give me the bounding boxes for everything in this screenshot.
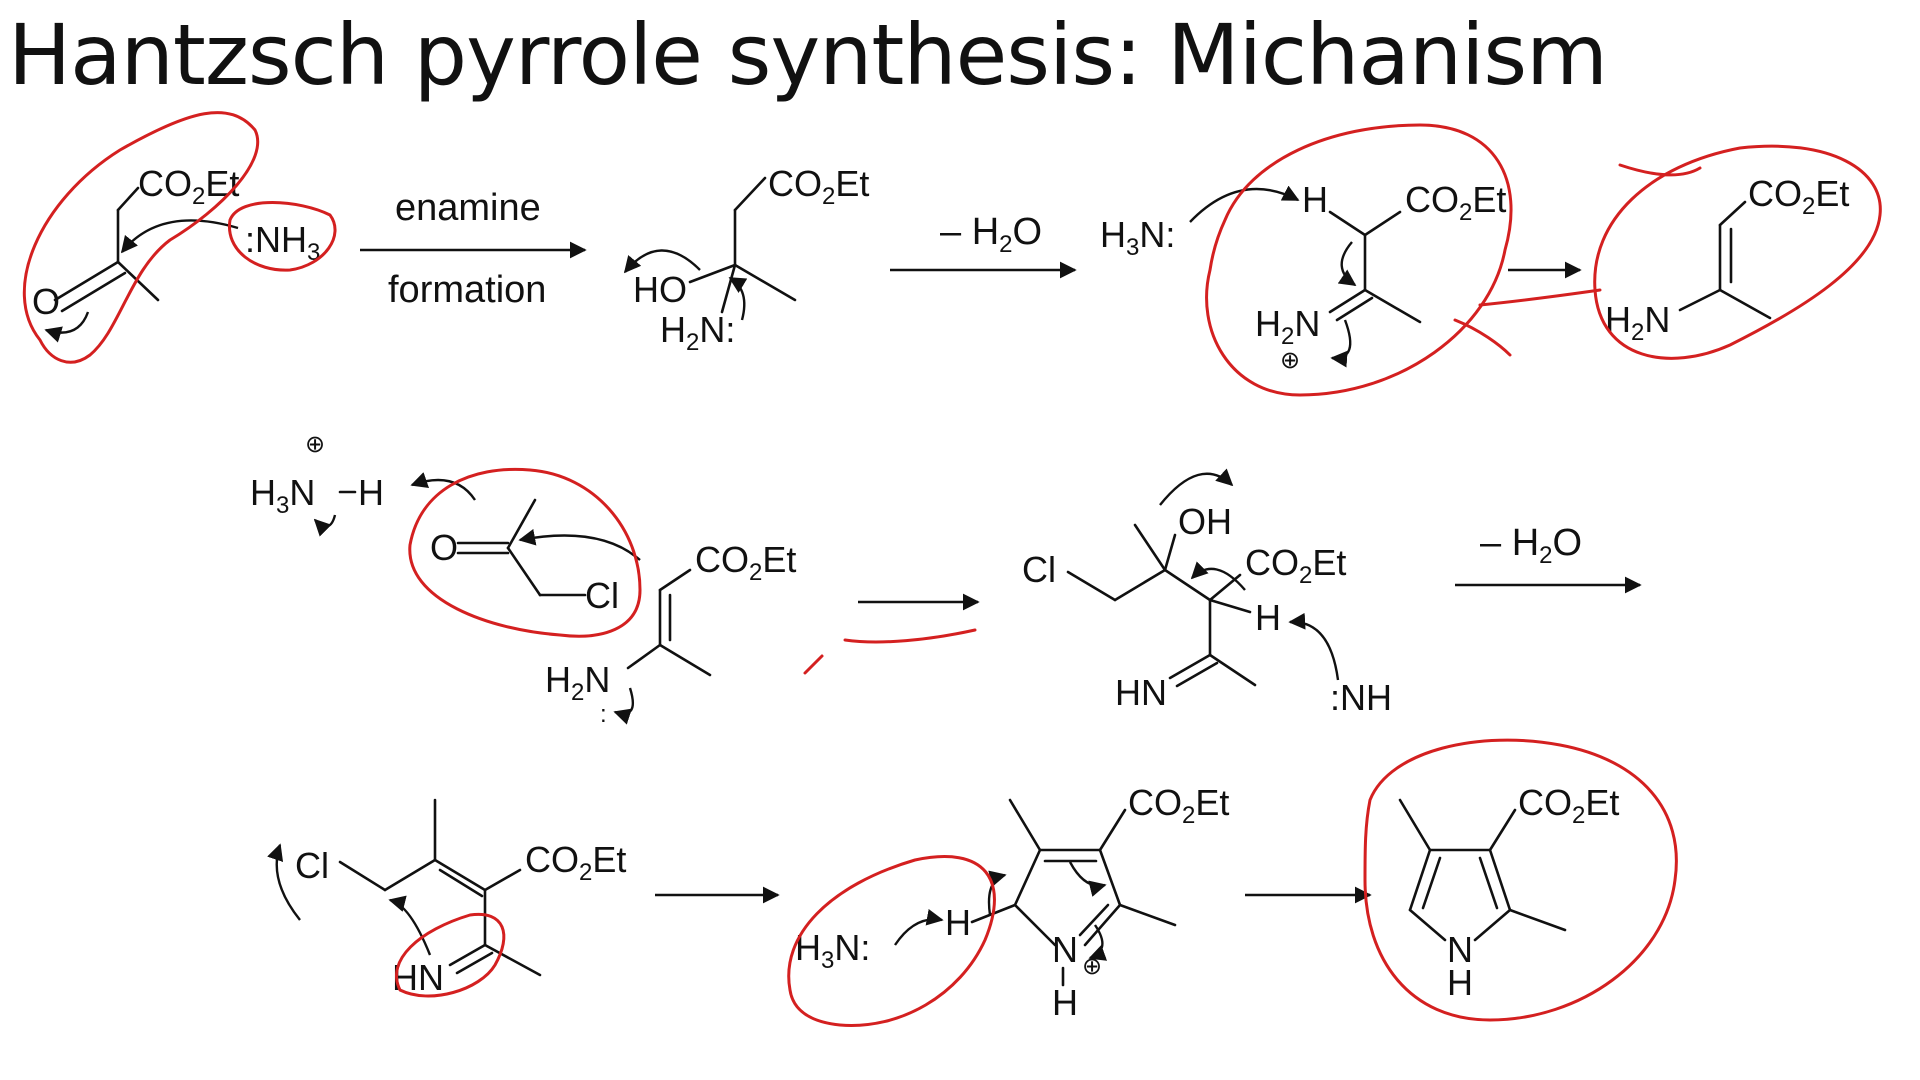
label-oxygen: O [32,281,60,322]
underline-arrow [843,628,977,644]
label-h3n: H3N: [795,927,870,974]
label-oxygen: O [430,527,458,568]
slide-title: Hantzsch pyrrole synthesis: Michanism [8,6,1608,104]
svg-text::: : [600,701,607,728]
label-h2n: H2N [545,659,610,706]
condition-minus-water: – H2O [1480,522,1582,569]
label-h3n: H3N: [1100,214,1175,261]
circle-ammonia [227,201,337,272]
molecule-iminium: H3N: H CO2Et H2N ⊕ [1100,179,1506,374]
molecule-cyclization-precursor: Cl CO2Et HN [267,798,626,998]
molecule-ammonium-and-chloroketone: ⊕ H3N H O Cl CO2Et H2N : [250,431,796,728]
circle-imine-nitrogen [395,912,506,998]
label-h: H [945,902,971,943]
label-oh: OH [1178,501,1232,542]
label-chlorine: Cl [585,575,619,616]
step5-arrow: – H2O [1455,522,1642,594]
connector-stroke [1478,288,1602,307]
circle-iminium [1205,123,1513,397]
tick-stroke [803,654,824,675]
label-h: H [1255,597,1281,638]
label-co2et: CO2Et [695,539,796,586]
molecule-aldol-adduct: Cl OH CO2Et H HN :NH [1022,468,1392,718]
step2-arrow: – H2O [890,211,1077,279]
circle-chloroketone [408,467,642,638]
label-hn: HN [1115,672,1167,713]
label-h: H [1052,982,1078,1023]
circle-product [1363,738,1678,1022]
label-ho: HO [633,269,687,310]
molecule-ketoester: CO2Et O :NH3 [32,163,320,343]
label-h: H [1447,962,1473,1003]
label-co2et: CO2Et [1245,542,1346,589]
molecule-pyrrole-product: CO2Et N H [1398,782,1619,1003]
molecule-enamine: CO2Et H2N [1605,173,1849,346]
label-co2et: CO2Et [1518,782,1619,829]
label-co2et: CO2Et [768,163,869,210]
label-co2et: CO2Et [1748,173,1849,220]
condition-enamine: enamine [395,187,541,229]
label-plus-charge: ⊕ [1280,347,1300,374]
label-co2et: CO2Et [138,163,239,210]
label-nh3: :NH3 [245,219,320,266]
label-co2et: CO2Et [1128,782,1229,829]
molecule-hemiaminal: CO2Et HO H2N: [623,163,869,356]
label-nitrogen: N [1447,929,1473,970]
circle-ketoester [22,111,260,364]
label-plus-charge: ⊕ [305,431,325,458]
circle-enamine [1593,144,1882,360]
molecule-pyrrolium: H3N: H CO2Et N ⊕ H [795,782,1229,1023]
label-h2n: H2N: [660,309,735,356]
label-co2et: CO2Et [525,839,626,886]
label-co2et: CO2Et [1405,179,1506,226]
condition-formation: formation [388,269,546,311]
label-nitrogen: N [1052,929,1078,970]
label-h: H [358,472,384,513]
handwritten-annotations [22,111,1882,1027]
label-chlorine: Cl [295,845,329,886]
label-h3n-h: H3N [250,472,315,519]
label-nh-base: :NH [1330,677,1392,718]
label-h: H [1302,179,1328,220]
label-h2n: H2N [1255,303,1320,350]
scribble-stroke [1618,163,1702,177]
label-chlorine: Cl [1022,549,1056,590]
condition-minus-water: – H2O [940,211,1042,258]
connector-stroke [1453,318,1512,357]
step1-arrow: enamine formation [360,187,587,311]
circle-base-proton [787,855,996,1027]
